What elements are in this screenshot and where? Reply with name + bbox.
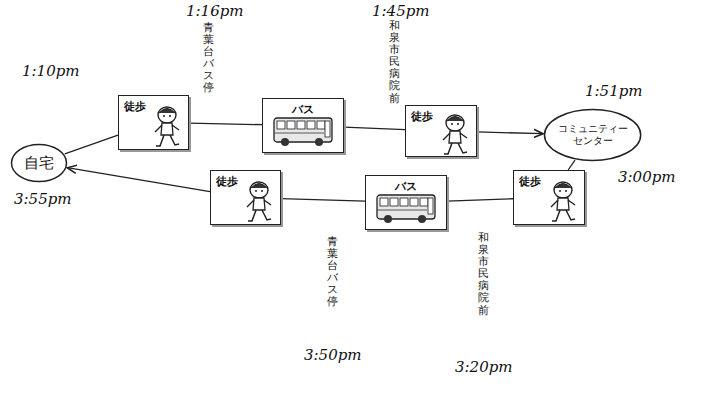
route-line [568, 160, 575, 170]
time-label: 1:51pm [585, 82, 643, 100]
route-line [447, 199, 513, 201]
time-label: 1:10pm [22, 62, 80, 80]
stop-name: 和泉市民病院前 [478, 232, 489, 317]
walker-figure [438, 113, 472, 157]
walk-box: 徒歩 [210, 170, 281, 225]
walk-box: 徒歩 [118, 95, 189, 150]
node-text: バス [366, 176, 446, 194]
bus-picture [375, 193, 437, 225]
place-ellipse: コミュニティーセンター [543, 108, 642, 162]
walk-box: 徒歩 [405, 105, 477, 157]
route-line [344, 127, 405, 129]
bus-box: バス [365, 175, 447, 230]
time-label: 1:16pm [186, 2, 244, 20]
walker-figure [150, 105, 184, 149]
walk-box: 徒歩 [513, 170, 585, 225]
bus-picture [272, 116, 334, 148]
stop-name: 和泉市民病院前 [389, 20, 400, 105]
stop-name: 青葉台バス停 [203, 22, 214, 95]
route-line [281, 199, 365, 202]
node-text: 徒歩 [211, 171, 280, 189]
node-text: 徒歩 [119, 96, 188, 114]
route-line [189, 123, 262, 124]
walker-figure [546, 180, 580, 224]
node-text: コミュニティーセンター [555, 123, 631, 147]
node-text: 徒歩 [406, 106, 476, 124]
walker-figure [242, 180, 276, 224]
route-line [67, 168, 210, 192]
time-label: 3:00pm [618, 168, 676, 186]
bus-box: バス [262, 98, 344, 153]
time-label: 1:45pm [372, 2, 430, 20]
node-text: 自宅 [24, 154, 54, 172]
route-line [477, 132, 543, 134]
place-ellipse: 自宅 [10, 143, 68, 183]
time-label: 3:20pm [455, 358, 513, 376]
time-label: 3:50pm [304, 346, 362, 364]
time-label: 3:55pm [14, 190, 72, 208]
route-line [65, 135, 118, 154]
stop-name: 青葉台バス停 [327, 236, 338, 309]
node-text: バス [263, 99, 343, 117]
node-text: 徒歩 [514, 171, 584, 189]
